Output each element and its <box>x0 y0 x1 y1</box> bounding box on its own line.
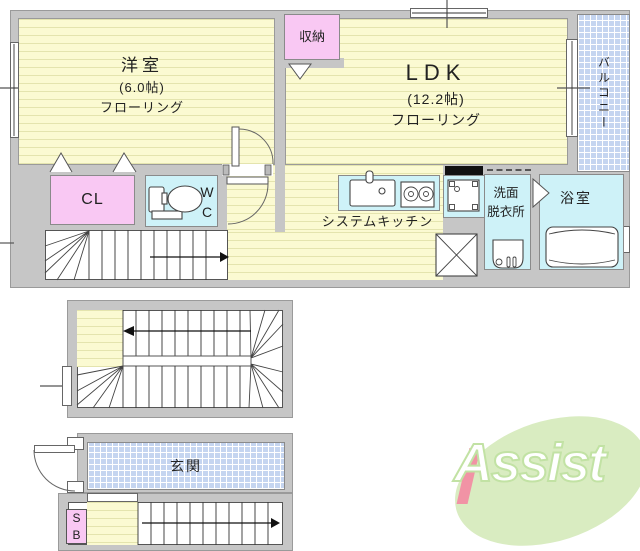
storage-room <box>284 14 340 60</box>
storage-bottom-wall <box>282 58 344 68</box>
washer-pan-area <box>443 175 486 218</box>
shoe-box <box>66 509 87 544</box>
bathroom-floor <box>539 174 624 270</box>
closet-room <box>50 175 135 225</box>
kitchen-wall-segment <box>445 166 483 175</box>
lower-stairs-landing <box>87 502 138 545</box>
entrance-door-leaf <box>34 445 75 453</box>
toilet-room <box>145 175 218 227</box>
mid-stairs-landing <box>77 310 123 367</box>
washroom-opening-marker <box>487 169 531 172</box>
balcony-floor <box>577 14 630 172</box>
lower-stairs-notch <box>87 493 138 502</box>
western-room-floor <box>18 18 275 165</box>
ldk-floor-bottom <box>227 232 443 280</box>
ldk-top-window <box>410 8 488 18</box>
balcony-sliding-door <box>566 39 578 137</box>
washroom-floor <box>484 174 531 270</box>
entrance-tile-floor <box>87 442 285 490</box>
western-room-window <box>10 42 19 138</box>
kitchen-counter <box>338 175 440 211</box>
entrance-door-jamb-bottom <box>67 481 84 493</box>
upper-stairs-area <box>45 230 228 280</box>
hall-floor <box>227 165 275 232</box>
mid-stairs-window <box>62 366 72 406</box>
assist-logo-text: Assist <box>453 432 607 494</box>
